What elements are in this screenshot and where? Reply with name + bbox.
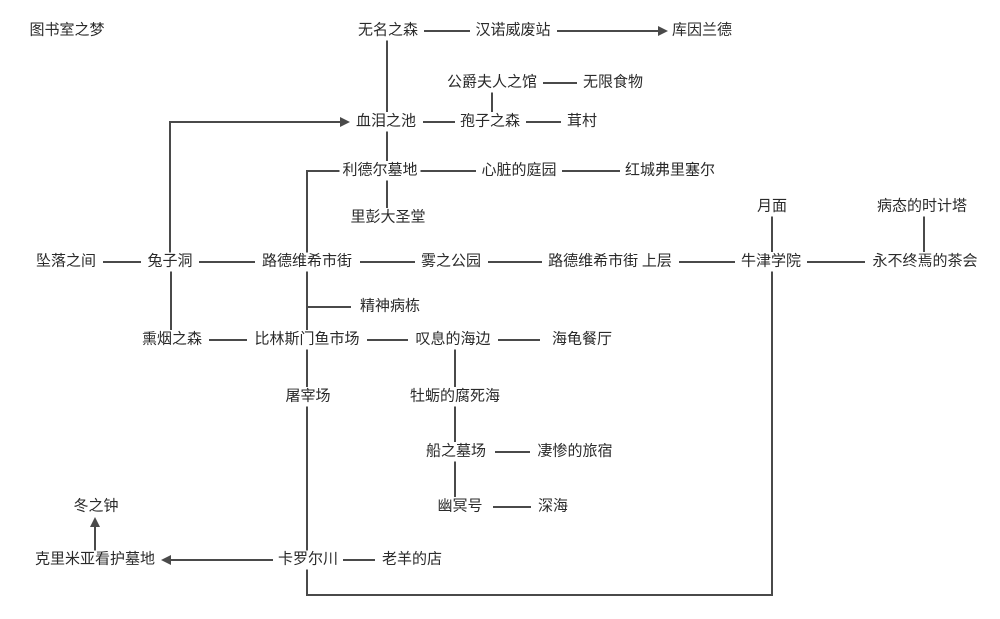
- node-ship-graveyard: 船之墓场: [422, 442, 490, 462]
- node-miserable-inn: 凄惨的旅宿: [534, 442, 616, 462]
- node-turtle-restaurant: 海龟餐厅: [548, 330, 616, 350]
- node-deep-sea: 深海: [534, 497, 572, 517]
- node-sighing-seaside: 叹息的海边: [412, 330, 494, 350]
- edge-ludwig-fog-park: [360, 261, 415, 263]
- node-heart-garden: 心脏的庭园: [478, 161, 560, 181]
- node-nameless-forest: 无名之森: [354, 21, 422, 41]
- edge-nameless-forest-hanover: [424, 30, 470, 32]
- edge-clock-tower-tea-party: [923, 216, 925, 252]
- edge-liddell-ripon: [386, 180, 388, 208]
- node-moon-surface: 月面: [753, 197, 791, 217]
- edge-carroll-oxford-h: [306, 594, 773, 596]
- edge-liddell-heart-garden: [418, 170, 476, 172]
- node-sick-clock-tower: 病态的时计塔: [873, 197, 971, 217]
- edge-fog-park-ludwig-upper: [488, 261, 542, 263]
- node-endless-tea-party: 永不终焉的茶会: [869, 252, 981, 272]
- edge-blood-pool-liddell: [386, 131, 388, 161]
- node-infinite-food: 无限食物: [579, 73, 647, 93]
- node-psychiatric-ward: 精神病栋: [356, 297, 424, 317]
- edge-ludwig-psychiatric-h: [307, 306, 351, 308]
- node-ludwig-street-upper: 路德维希市街 上层: [545, 252, 675, 272]
- edge-spore-mushroom: [526, 121, 561, 123]
- edge-oyster-graveyard: [454, 406, 456, 442]
- edge-carroll-crimea-h: [171, 559, 273, 561]
- edge-rabbit-smoke-forest: [170, 271, 172, 330]
- node-slaughterhouse: 屠宰场: [282, 387, 334, 407]
- node-mushroom-village: 茸村: [563, 112, 601, 132]
- node-hanover-station: 汉诺威废站: [472, 21, 554, 41]
- node-ghost-ship: 幽冥号: [434, 497, 486, 517]
- edge-smoke-billingsgate: [209, 339, 247, 341]
- edge-graveyard-ghost-ship: [454, 461, 456, 497]
- arrowhead-to-kuyinlande-icon: [658, 26, 668, 36]
- edge-carroll-sheep-shop: [343, 559, 375, 561]
- node-ripon-cathedral: 里彭大圣堂: [347, 208, 429, 228]
- node-liddell-cemetery: 利德尔墓地: [339, 161, 421, 181]
- node-red-city-frisell: 红城弗里塞尔: [621, 161, 719, 181]
- edge-billingsgate-slaughterhouse: [306, 349, 308, 387]
- edge-duchess-infinite-food: [543, 82, 577, 84]
- node-blood-tears-pool: 血泪之池: [352, 112, 420, 132]
- edge-ludwig-billingsgate-v: [306, 271, 308, 330]
- node-fog-park: 雾之公园: [417, 252, 485, 272]
- edge-slaughterhouse-carroll: [306, 406, 308, 551]
- edge-seaside-turtle: [498, 339, 540, 341]
- edge-graveyard-inn: [495, 451, 530, 453]
- edge-liddell-ludwig-v: [306, 170, 308, 253]
- node-library-dream: 图书室之梦: [26, 21, 108, 41]
- node-rabbit-hole: 兔子洞: [144, 252, 196, 272]
- arrowhead-to-winter-bell-icon: [90, 517, 100, 527]
- node-kuyinlande: 库因兰德: [668, 21, 736, 41]
- edge-oxford-tea-party: [807, 261, 865, 263]
- node-carroll-river: 卡罗尔川: [274, 550, 342, 570]
- edge-duchess-spore: [491, 92, 493, 112]
- node-billingsgate-market: 比林斯门鱼市场: [251, 330, 363, 350]
- edge-rabbit-blood-pool-h: [170, 121, 340, 123]
- node-oyster-rotten-sea: 牡蛎的腐死海: [406, 387, 504, 407]
- node-oxford-academy: 牛津学院: [737, 252, 805, 272]
- node-duchess-house: 公爵夫人之馆: [443, 73, 541, 93]
- node-spore-forest: 孢子之森: [456, 112, 524, 132]
- edge-hanover-kuyinlande: [557, 30, 663, 32]
- edge-billingsgate-seaside: [367, 339, 408, 341]
- edge-crimea-winter-bell-v: [94, 527, 96, 551]
- edge-blood-pool-spore: [423, 121, 455, 123]
- edge-seaside-oyster: [454, 349, 456, 387]
- edge-ghost-ship-deep-sea: [493, 506, 531, 508]
- edge-falling-rabbit: [103, 261, 141, 263]
- edge-moon-oxford: [771, 216, 773, 252]
- node-old-sheep-shop: 老羊的店: [378, 550, 446, 570]
- node-crimea-cemetery: 克里米亚看护墓地: [31, 550, 159, 570]
- arrowhead-to-blood-pool-icon: [340, 117, 350, 127]
- node-falling-room: 坠落之间: [32, 252, 100, 272]
- edge-nameless-forest-blood-pool: [386, 40, 388, 112]
- edge-carroll-oxford-v1: [306, 569, 308, 596]
- edge-ludwig-upper-oxford: [679, 261, 735, 263]
- edge-liddell-ludwig-h: [306, 170, 342, 172]
- edge-rabbit-blood-pool-v: [169, 121, 171, 253]
- edge-carroll-oxford-v2: [771, 271, 773, 596]
- node-ludwig-street: 路德维希市街: [258, 252, 356, 272]
- node-smoke-forest: 熏烟之森: [138, 330, 206, 350]
- node-winter-bell: 冬之钟: [70, 497, 122, 517]
- edge-rabbit-ludwig: [199, 261, 255, 263]
- edge-heart-garden-frisell: [562, 170, 620, 172]
- arrowhead-to-crimea-icon: [161, 555, 171, 565]
